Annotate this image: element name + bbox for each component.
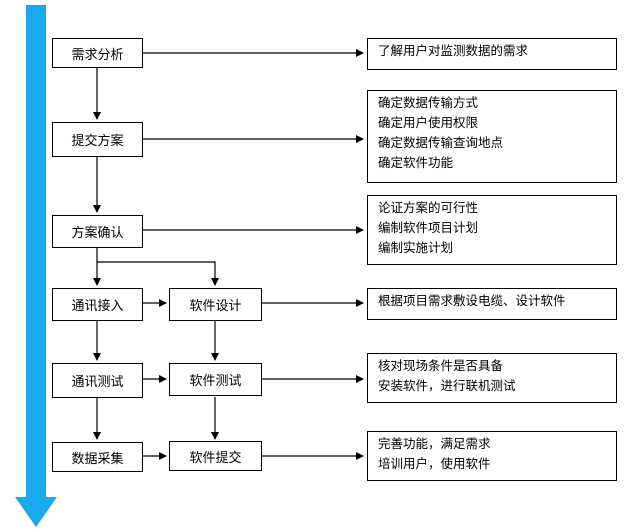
- step-communication-test: 通讯测试: [52, 363, 143, 398]
- desc-line: 编制实施计划: [378, 240, 454, 255]
- desc-confirm: 论证方案的可行性 编制软件项目计划 编制实施计划: [367, 195, 617, 265]
- step-requirement-analysis: 需求分析: [52, 38, 143, 68]
- desc-analysis: 了解用户对监测数据的需求: [367, 38, 617, 70]
- step-software-design: 软件设计: [169, 288, 262, 321]
- step-software-test: 软件测试: [169, 363, 262, 396]
- desc-line: 编制软件项目计划: [378, 220, 479, 235]
- step-data-collection: 数据采集: [52, 442, 143, 472]
- desc-line: 确定数据传输查询地点: [378, 135, 504, 150]
- desc-line: 培训用户，使用软件: [378, 456, 491, 471]
- desc-line: 确定数据传输方式: [378, 95, 479, 110]
- desc-line: 确定用户使用权限: [378, 115, 479, 130]
- desc-collect: 完善功能，满足需求 培训用户，使用软件: [367, 431, 617, 481]
- desc-line: 核对现场条件是否具备: [378, 358, 504, 373]
- desc-line: 根据项目需求敷设电缆、设计软件: [378, 293, 566, 308]
- step-plan-confirmation: 方案确认: [52, 215, 143, 248]
- desc-line: 了解用户对监测数据的需求: [378, 43, 529, 58]
- step-communication-access: 通讯接入: [52, 288, 143, 321]
- desc-line: 完善功能，满足需求: [378, 436, 491, 451]
- desc-line: 确定软件功能: [378, 155, 454, 170]
- desc-line: 安装软件，进行联机测试: [378, 378, 516, 393]
- desc-test: 核对现场条件是否具备 安装软件，进行联机测试: [367, 353, 617, 403]
- desc-submit: 确定数据传输方式 确定用户使用权限 确定数据传输查询地点 确定软件功能: [367, 90, 617, 183]
- step-software-submission: 软件提交: [169, 441, 262, 471]
- step-submit-plan: 提交方案: [52, 122, 143, 157]
- desc-design: 根据项目需求敷设电缆、设计软件: [367, 288, 617, 320]
- desc-line: 论证方案的可行性: [378, 200, 479, 215]
